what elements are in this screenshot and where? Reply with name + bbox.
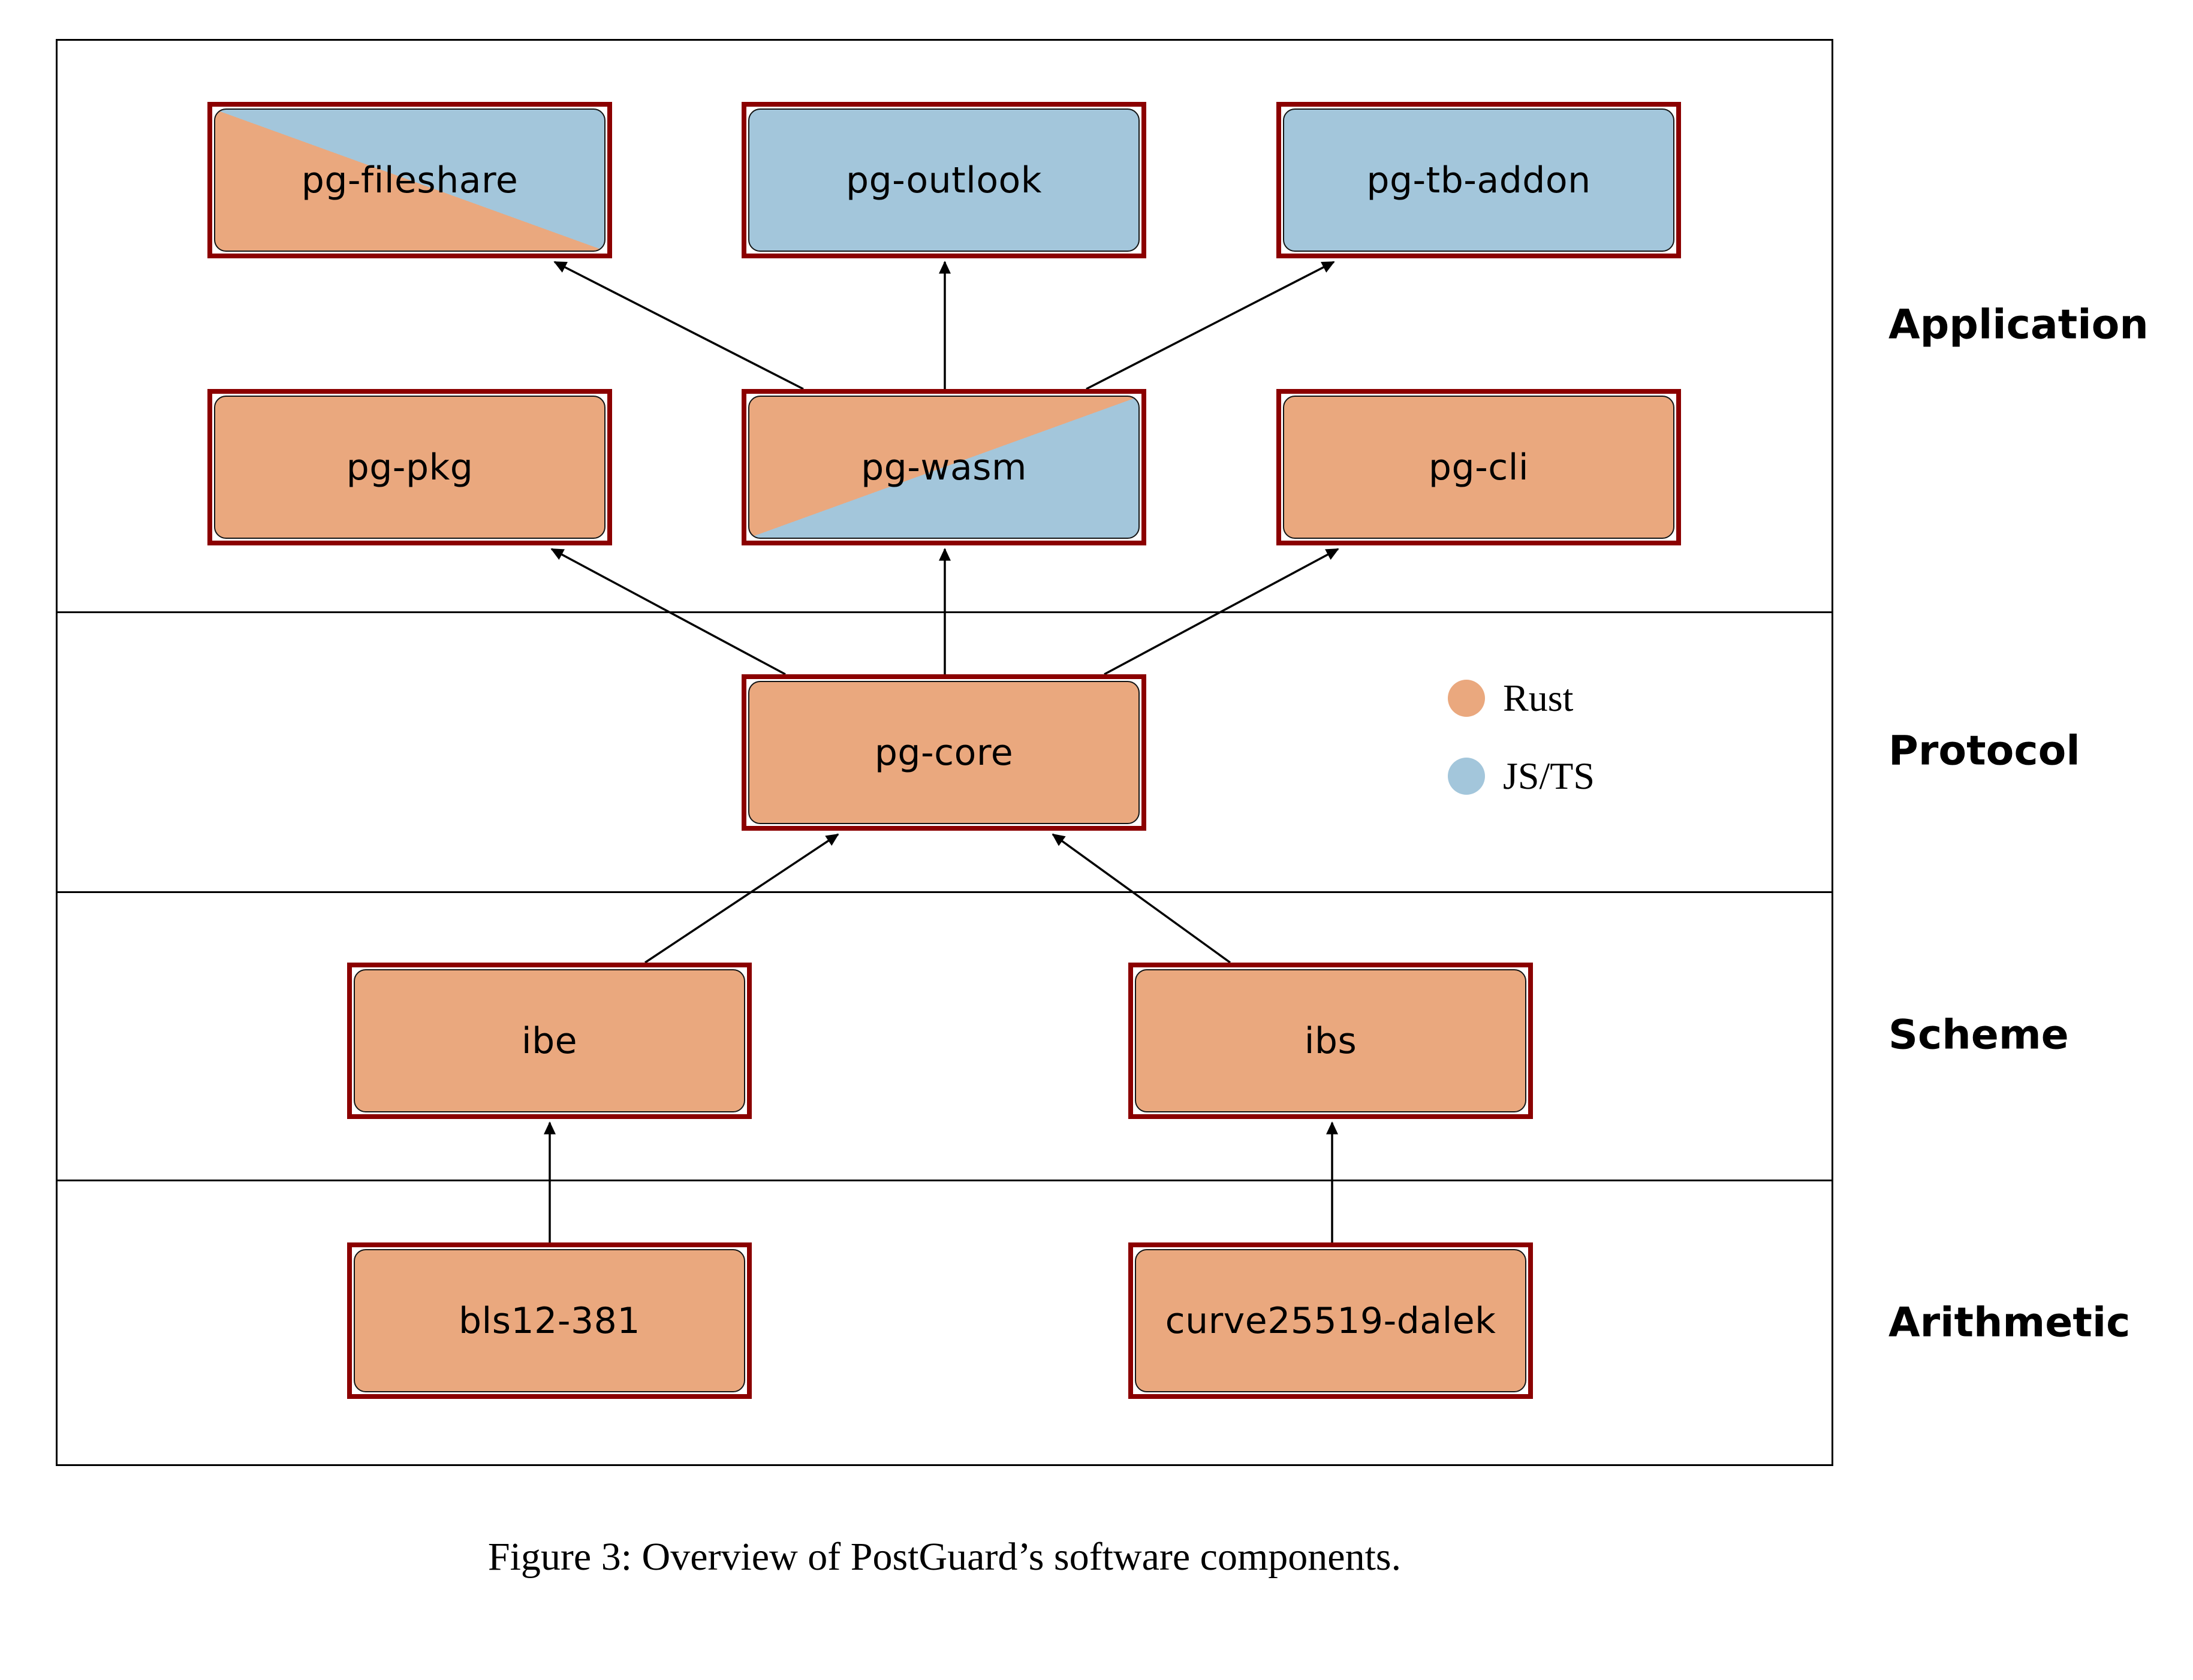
layer-label-protocol: Protocol <box>1888 727 2080 775</box>
node-label-pg-wasm: pg-wasm <box>861 446 1027 488</box>
node-pg-cli: pg-cli <box>1276 389 1681 545</box>
node-pg-fileshare: pg-fileshare <box>207 102 612 258</box>
layer-divider-application-protocol <box>56 611 1833 613</box>
figure-caption: Figure 3: Overview of PostGuard’s softwa… <box>487 1535 1402 1579</box>
node-curve25519-dalek: curve25519-dalek <box>1128 1242 1533 1399</box>
node-ibe: ibe <box>347 963 752 1119</box>
node-bls12-381: bls12-381 <box>347 1242 752 1399</box>
node-curve25519-dalek-body: curve25519-dalek <box>1135 1249 1526 1392</box>
node-label-pg-cli: pg-cli <box>1428 446 1529 488</box>
node-pg-outlook-body: pg-outlook <box>748 108 1140 252</box>
jsts-legend-swatch-icon <box>1448 758 1485 795</box>
node-label-bls12-381: bls12-381 <box>458 1299 641 1342</box>
node-pg-wasm-body: pg-wasm <box>748 396 1140 539</box>
node-pg-tb-addon: pg-tb-addon <box>1276 102 1681 258</box>
layer-label-scheme: Scheme <box>1888 1011 2069 1059</box>
node-ibs: ibs <box>1128 963 1533 1119</box>
node-label-ibs: ibs <box>1304 1020 1357 1062</box>
node-pg-tb-addon-body: pg-tb-addon <box>1283 108 1674 252</box>
node-pg-cli-body: pg-cli <box>1283 396 1674 539</box>
node-label-pg-pkg: pg-pkg <box>346 446 474 488</box>
node-pg-core: pg-core <box>742 674 1146 831</box>
legend-row-jsts: JS/TS <box>1448 754 1595 798</box>
node-label-pg-outlook: pg-outlook <box>845 159 1043 201</box>
node-pg-wasm: pg-wasm <box>742 389 1146 545</box>
node-ibe-body: ibe <box>354 969 745 1112</box>
legend-row-rust: Rust <box>1448 676 1595 720</box>
legend: Rust JS/TS <box>1448 676 1595 798</box>
node-label-ibe: ibe <box>521 1020 578 1062</box>
rust-legend-swatch-icon <box>1448 680 1485 717</box>
node-ibs-body: ibs <box>1135 969 1526 1112</box>
node-label-curve25519-dalek: curve25519-dalek <box>1165 1299 1496 1342</box>
layer-label-arithmetic: Arithmetic <box>1888 1299 2131 1347</box>
layer-divider-protocol-scheme <box>56 891 1833 893</box>
node-label-pg-fileshare: pg-fileshare <box>301 159 519 201</box>
diagram-border <box>56 39 1833 1466</box>
node-label-pg-core: pg-core <box>874 731 1014 774</box>
legend-label-rust: Rust <box>1503 677 1574 719</box>
layer-label-application: Application <box>1888 301 2149 349</box>
node-bls12-381-body: bls12-381 <box>354 1249 745 1392</box>
node-pg-pkg: pg-pkg <box>207 389 612 545</box>
node-pg-pkg-body: pg-pkg <box>214 396 606 539</box>
node-pg-outlook: pg-outlook <box>742 102 1146 258</box>
node-pg-core-body: pg-core <box>748 681 1140 824</box>
layer-divider-scheme-arithmetic <box>56 1180 1833 1181</box>
legend-label-jsts: JS/TS <box>1503 755 1595 797</box>
node-label-pg-tb-addon: pg-tb-addon <box>1366 159 1591 201</box>
node-pg-fileshare-body: pg-fileshare <box>214 108 606 252</box>
